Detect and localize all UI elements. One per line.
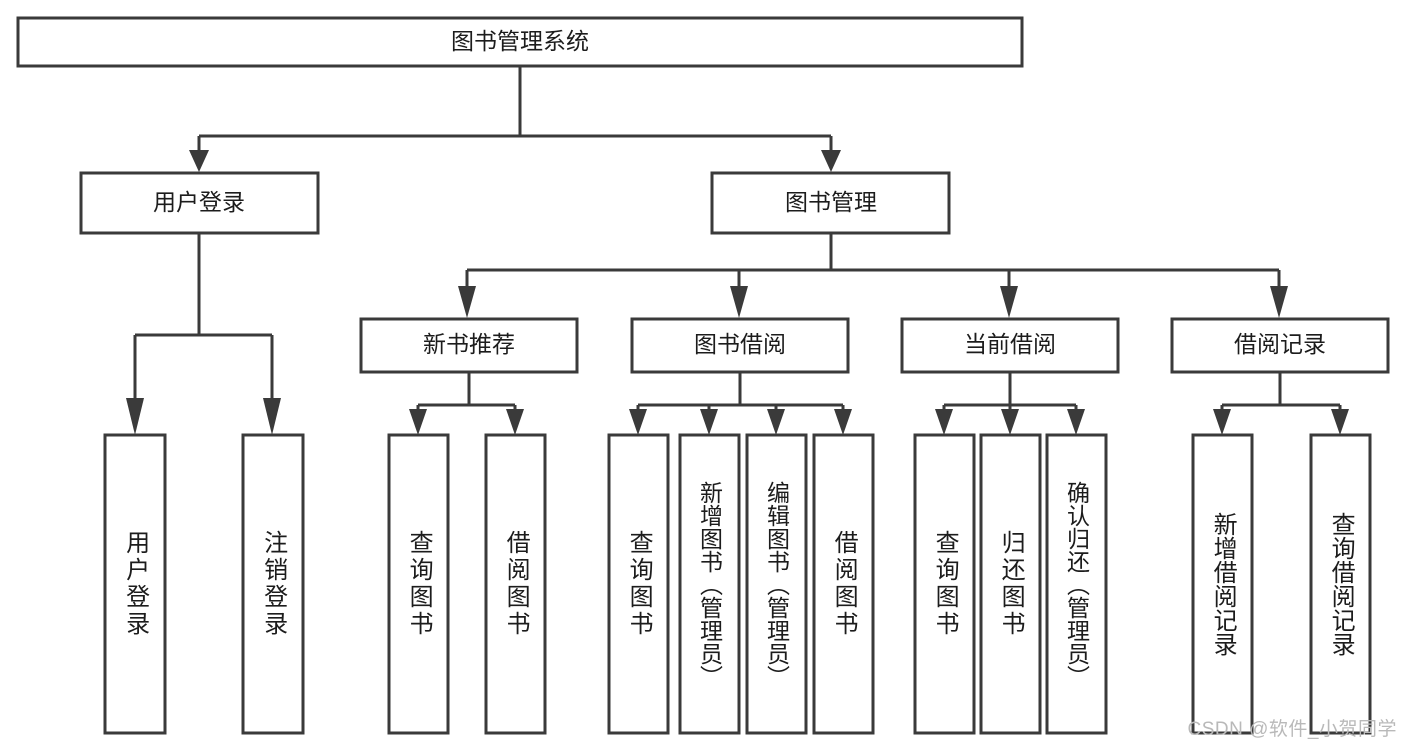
arrow-head-borrow-2: [700, 409, 718, 435]
arrow-head-current-1: [935, 409, 953, 435]
node-root-label: 图书管理系统: [451, 28, 589, 54]
arrow-head-user-login-2: [263, 398, 281, 435]
leaf-borrow-3[interactable]: [745, 433, 808, 735]
leaf-record-1[interactable]: [1191, 433, 1254, 735]
arrow-head-record-1: [1213, 409, 1231, 435]
leaf-current-2[interactable]: [979, 433, 1042, 735]
arrow-head-current-2: [1001, 409, 1019, 435]
arrow-head-recommend-1: [409, 409, 427, 435]
arrow-head-user-login-1: [126, 398, 144, 435]
leaf-borrow-2[interactable]: [678, 433, 741, 735]
leaf-current-3[interactable]: [1045, 433, 1108, 735]
arrow-head-level2-1: [189, 150, 209, 172]
node-root[interactable]: [16, 16, 1024, 68]
arrow-head-level3-2: [730, 286, 748, 318]
node-book-borrow-label: 图书借阅: [694, 331, 786, 357]
node-new-book-recommend-label: 新书推荐: [423, 331, 515, 357]
node-current-borrow[interactable]: [900, 317, 1120, 374]
arrow-head-recommend-2: [506, 409, 524, 435]
arrow-head-borrow-1: [629, 409, 647, 435]
arrow-head-level3-1: [458, 286, 476, 318]
node-new-book-recommend[interactable]: [359, 317, 579, 374]
arrow-head-level3-4: [1270, 286, 1288, 318]
arrow-head-current-3: [1067, 409, 1085, 435]
arrow-head-level3-3: [1000, 286, 1018, 318]
node-book-borrow[interactable]: [630, 317, 850, 374]
node-current-borrow-label: 当前借阅: [964, 331, 1056, 357]
arrow-head-level2-2: [821, 150, 841, 172]
node-book-management-label: 图书管理: [785, 189, 877, 215]
node-borrow-record-label: 借阅记录: [1234, 331, 1326, 357]
leaf-recommend-2[interactable]: [484, 433, 547, 735]
leaf-borrow-1[interactable]: [607, 433, 670, 735]
arrow-head-borrow-3: [767, 409, 785, 435]
node-book-management[interactable]: [710, 171, 951, 235]
leaf-recommend-1[interactable]: [387, 433, 450, 735]
leaf-borrow-4[interactable]: [812, 433, 875, 735]
leaf-record-2[interactable]: [1309, 433, 1372, 735]
csdn-watermark: CSDN @软件_小贺同学: [1187, 719, 1397, 740]
arrow-head-record-2: [1331, 409, 1349, 435]
node-user-login-label: 用户登录: [153, 189, 245, 215]
leaf-user-login-2[interactable]: [241, 433, 305, 735]
leaf-user-login-1[interactable]: [103, 433, 167, 735]
node-borrow-record[interactable]: [1170, 317, 1390, 374]
arrow-head-borrow-4: [834, 409, 852, 435]
leaf-current-1[interactable]: [913, 433, 976, 735]
